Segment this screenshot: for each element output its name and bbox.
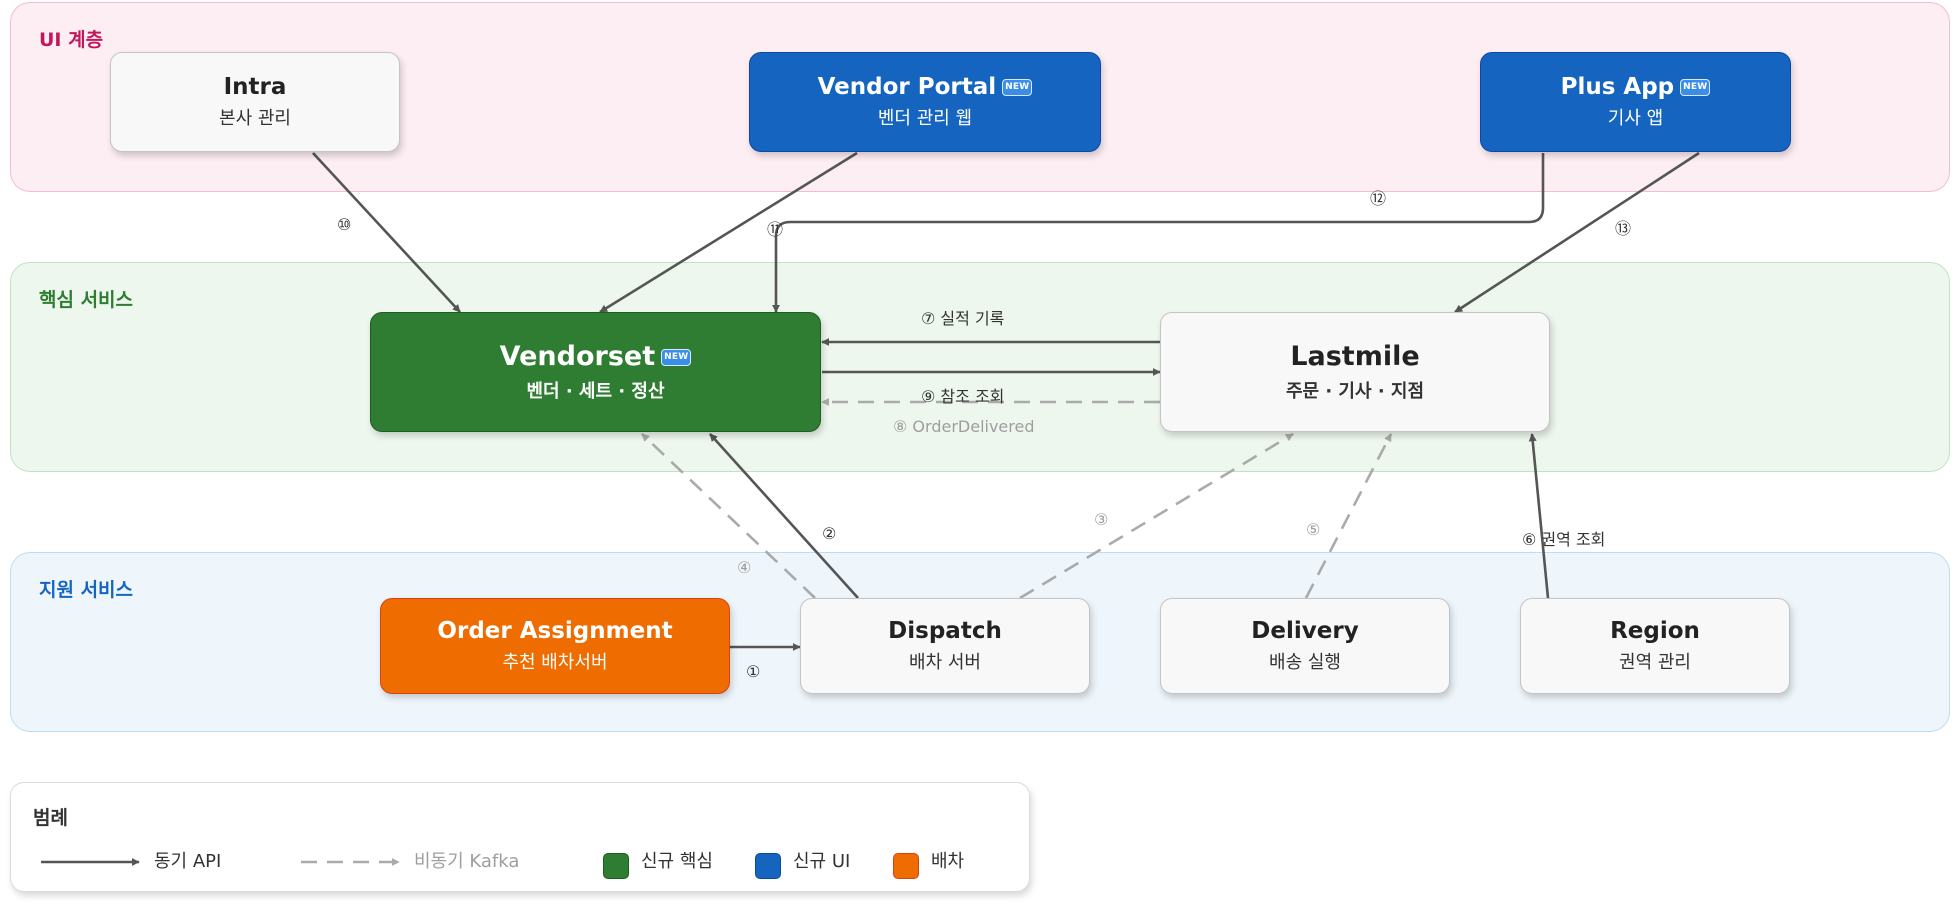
region-title: Region <box>1610 617 1700 644</box>
legend-title: 범례 <box>33 807 68 829</box>
vendor-portal-title: Vendor Portal <box>817 73 997 100</box>
legend-new-core-label: 신규 핵심 <box>641 851 713 872</box>
edge-label-10: ⑩ <box>337 215 352 234</box>
dispatch-title: Dispatch <box>888 617 1002 644</box>
core-layer: 핵심 서비스 <box>10 262 1950 472</box>
vendor-portal-subtitle: 벤더 관리 웹 <box>877 108 973 130</box>
edge-label-3: ③ <box>1094 510 1109 529</box>
legend-sync-label: 동기 API <box>154 851 222 872</box>
edge-label-1: ① <box>746 662 761 681</box>
new-badge-icon: NEW <box>1002 78 1033 96</box>
legend-dispatch-label: 배차 <box>931 851 965 872</box>
edge-label-4: ④ <box>737 558 752 577</box>
support-layer-title: 지원 서비스 <box>39 579 134 601</box>
edge-label-9: ⑨ 참조 조회 <box>921 387 1005 406</box>
delivery-node: Delivery 배송 실행 <box>1160 598 1450 694</box>
new-badge-icon: NEW <box>1680 78 1711 96</box>
plus-app-subtitle: 기사 앱 <box>1607 108 1664 130</box>
vendorset-subtitle: 벤더 · 세트 · 정산 <box>526 380 665 402</box>
legend: 범례 동기 API 비동기 Kafka 신규 핵심 신규 UI 배차 <box>10 782 1030 892</box>
delivery-title: Delivery <box>1251 617 1359 644</box>
vendor-portal-node: Vendor Portal NEW 벤더 관리 웹 <box>749 52 1101 152</box>
edge-6-region-to-lastmile <box>1528 433 1550 599</box>
plus-app-title: Plus App <box>1560 73 1675 100</box>
region-subtitle: 권역 관리 <box>1619 652 1691 674</box>
vendorset-title: Vendorset <box>499 341 656 373</box>
order-assignment-subtitle: 추천 배차서버 <box>502 652 608 674</box>
lastmile-node: Lastmile 주문 · 기사 · 지점 <box>1160 312 1550 432</box>
edge-11-vendorportal-to-vendorset <box>599 151 858 314</box>
vendorset-node: Vendorset NEW 벤더 · 세트 · 정산 <box>370 312 821 432</box>
order-assignment-title: Order Assignment <box>437 617 673 644</box>
edge-label-5: ⑤ <box>1306 520 1321 539</box>
legend-lines <box>41 858 400 866</box>
order-assignment-node: Order Assignment 추천 배차서버 <box>380 598 730 694</box>
region-node: Region 권역 관리 <box>1520 598 1790 694</box>
edge-label-11: ⑪ <box>767 220 784 239</box>
edge-3-dispatch-to-lastmile <box>1019 432 1294 600</box>
intra-subtitle: 본사 관리 <box>219 108 291 130</box>
edge-5-delivery-to-lastmile <box>1304 433 1393 599</box>
edge-label-6: ⑥ 권역 조회 <box>1522 530 1606 549</box>
dispatch-node: Dispatch 배차 서버 <box>800 598 1090 694</box>
edge-label-13: ⑬ <box>1615 219 1632 238</box>
edge-12-plusapp-to-vendorset <box>772 153 1545 313</box>
edge-4-dispatch-to-vendorset <box>641 433 816 599</box>
edge-2-dispatch-to-vendorset <box>709 433 859 599</box>
plus-app-node: Plus App NEW 기사 앱 <box>1480 52 1791 152</box>
lastmile-title: Lastmile <box>1290 341 1420 373</box>
edge-label-8: ⑧ OrderDelivered <box>893 417 1035 436</box>
edge-10-intra-to-vendorset <box>312 152 461 313</box>
edge-13-plusapp-to-lastmile <box>1454 151 1700 314</box>
new-badge-icon: NEW <box>661 349 692 367</box>
legend-async-label: 비동기 Kafka <box>414 851 520 872</box>
legend-new-core-swatch <box>603 853 629 879</box>
intra-title: Intra <box>223 73 287 100</box>
core-layer-title: 핵심 서비스 <box>39 289 134 311</box>
edge-label-12: ⑫ <box>1370 189 1387 208</box>
lastmile-subtitle: 주문 · 기사 · 지점 <box>1285 380 1425 402</box>
intra-node: Intra 본사 관리 <box>110 52 400 152</box>
edge-label-2: ② <box>822 524 837 543</box>
legend-dispatch-swatch <box>893 853 919 879</box>
delivery-subtitle: 배송 실행 <box>1269 652 1341 674</box>
legend-new-ui-label: 신규 UI <box>793 851 851 872</box>
ui-layer-title: UI 계층 <box>39 29 104 51</box>
edge-label-7: ⑦ 실적 기록 <box>921 309 1005 328</box>
dispatch-subtitle: 배차 서버 <box>909 652 981 674</box>
legend-new-ui-swatch <box>755 853 781 879</box>
